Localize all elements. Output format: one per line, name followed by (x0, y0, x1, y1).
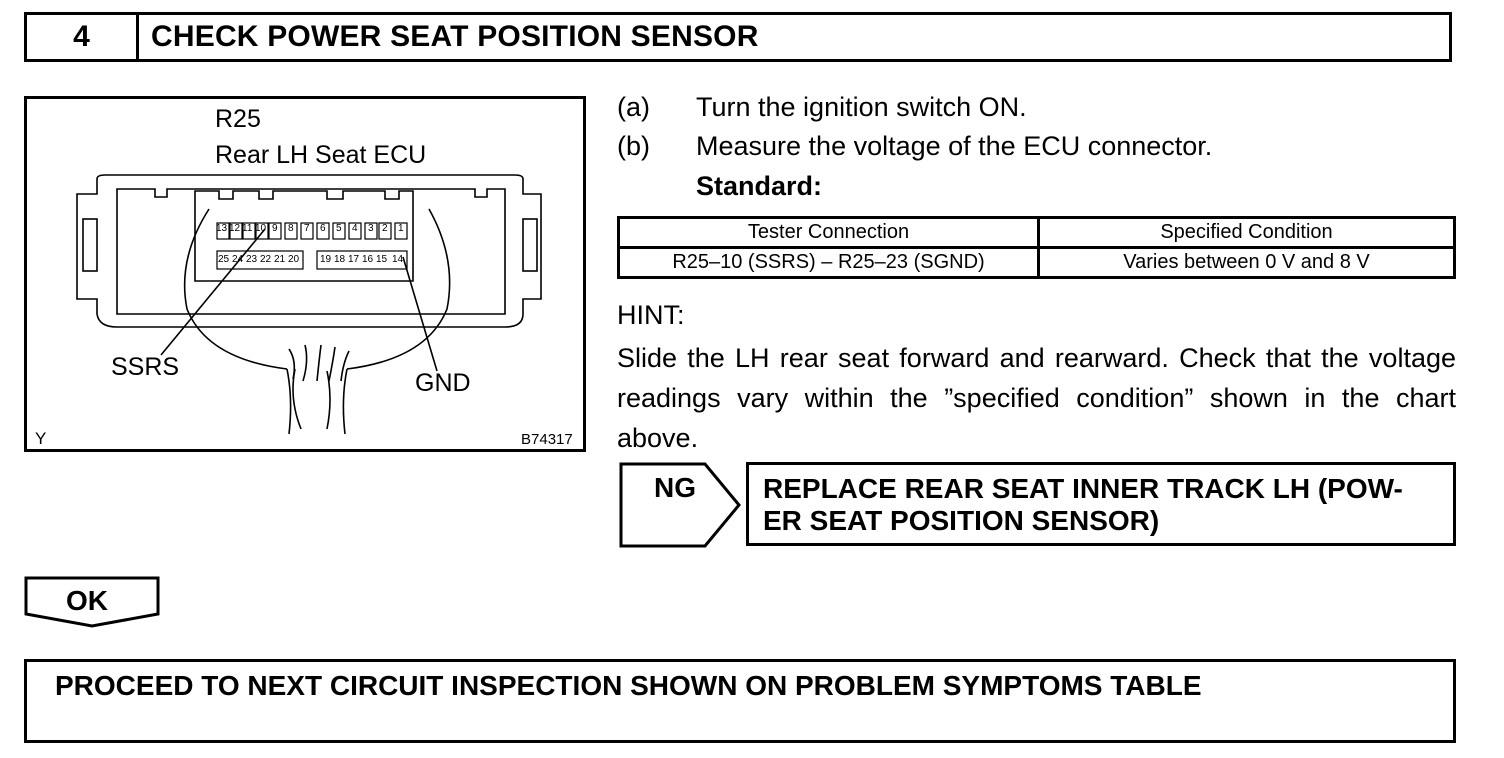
pin-24: 24 (232, 254, 244, 265)
step-a-label: (a) (617, 92, 650, 122)
pin-2: 2 (382, 223, 388, 234)
spec-table: Tester Connection Specified Condition R2… (617, 216, 1456, 279)
pin-20: 20 (288, 254, 300, 265)
step-b-label: (b) (617, 131, 650, 161)
step-header: 4 CHECK POWER SEAT POSITION SENSOR (24, 12, 1452, 62)
pin-16: 16 (362, 254, 374, 265)
ng-label: NG (654, 472, 696, 503)
header-tester-connection: Tester Connection (617, 216, 1040, 249)
ng-action-line1: REPLACE REAR SEAT INNER TRACK LH (POW- (763, 473, 1403, 504)
pin-22: 22 (260, 254, 272, 265)
pin-25: 25 (218, 254, 230, 265)
pin-17: 17 (348, 254, 360, 265)
label-gnd: GND (415, 369, 471, 397)
pin-10: 10 (255, 223, 267, 234)
table-header-row: Tester Connection Specified Condition (617, 216, 1456, 249)
pin-8: 8 (288, 223, 294, 234)
pin-15: 15 (376, 254, 388, 265)
step-a-text: Turn the ignition switch ON. (696, 92, 1027, 122)
standard-label: Standard: (696, 171, 823, 201)
ng-action-line2: ER SEAT POSITION SENSOR) (763, 505, 1160, 536)
pin-14: 14 (392, 254, 404, 265)
pin-18: 18 (334, 254, 346, 265)
ok-arrow-icon (24, 576, 160, 628)
hint-text: Slide the LH rear seat forward and rearw… (617, 343, 1456, 453)
corner-mark: Y (35, 429, 47, 448)
ng-action-box: REPLACE REAR SEAT INNER TRACK LH (POW- E… (746, 462, 1456, 546)
cell-specified-condition: Varies between 0 V and 8 V (1037, 246, 1456, 279)
pin-19: 19 (320, 254, 332, 265)
pin-7: 7 (304, 223, 310, 234)
proceed-box: PROCEED TO NEXT CIRCUIT INSPECTION SHOWN… (24, 659, 1456, 743)
pin-4: 4 (352, 223, 358, 234)
connector-code: R25 (215, 105, 261, 133)
step-b-text: Measure the voltage of the ECU connector… (696, 131, 1213, 161)
pin-11: 11 (242, 223, 253, 234)
pin-21: 21 (274, 254, 286, 265)
pin-23: 23 (246, 254, 258, 265)
pin-13: 13 (216, 223, 228, 234)
step-title: CHECK POWER SEAT POSITION SENSOR (151, 20, 759, 53)
pin-9: 9 (272, 223, 278, 234)
pin-12: 12 (229, 223, 241, 234)
ng-arrow-icon (619, 462, 741, 548)
connector-name: Rear LH Seat ECU (215, 141, 427, 169)
cell-tester-connection: R25–10 (SSRS) – R25–23 (SGND) (617, 246, 1040, 279)
header-specified-condition: Specified Condition (1037, 216, 1456, 249)
step-number: 4 (27, 15, 139, 59)
label-ssrs: SSRS (111, 353, 180, 381)
pin-1: 1 (398, 223, 404, 234)
table-row: R25–10 (SSRS) – R25–23 (SGND) Varies bet… (617, 246, 1456, 279)
ok-label: OK (66, 585, 108, 616)
pin-6: 6 (320, 223, 326, 234)
figure-id: B74317 (521, 431, 573, 448)
proceed-text: PROCEED TO NEXT CIRCUIT INSPECTION SHOWN… (55, 670, 1202, 701)
connector-diagram: R25 Rear LH Seat ECU 13 12 11 10 9 8 7 6… (24, 96, 586, 452)
pin-3: 3 (368, 223, 374, 234)
connector-illustration (76, 174, 542, 435)
pin-5: 5 (336, 223, 342, 234)
hint-label: HINT: (617, 300, 685, 330)
